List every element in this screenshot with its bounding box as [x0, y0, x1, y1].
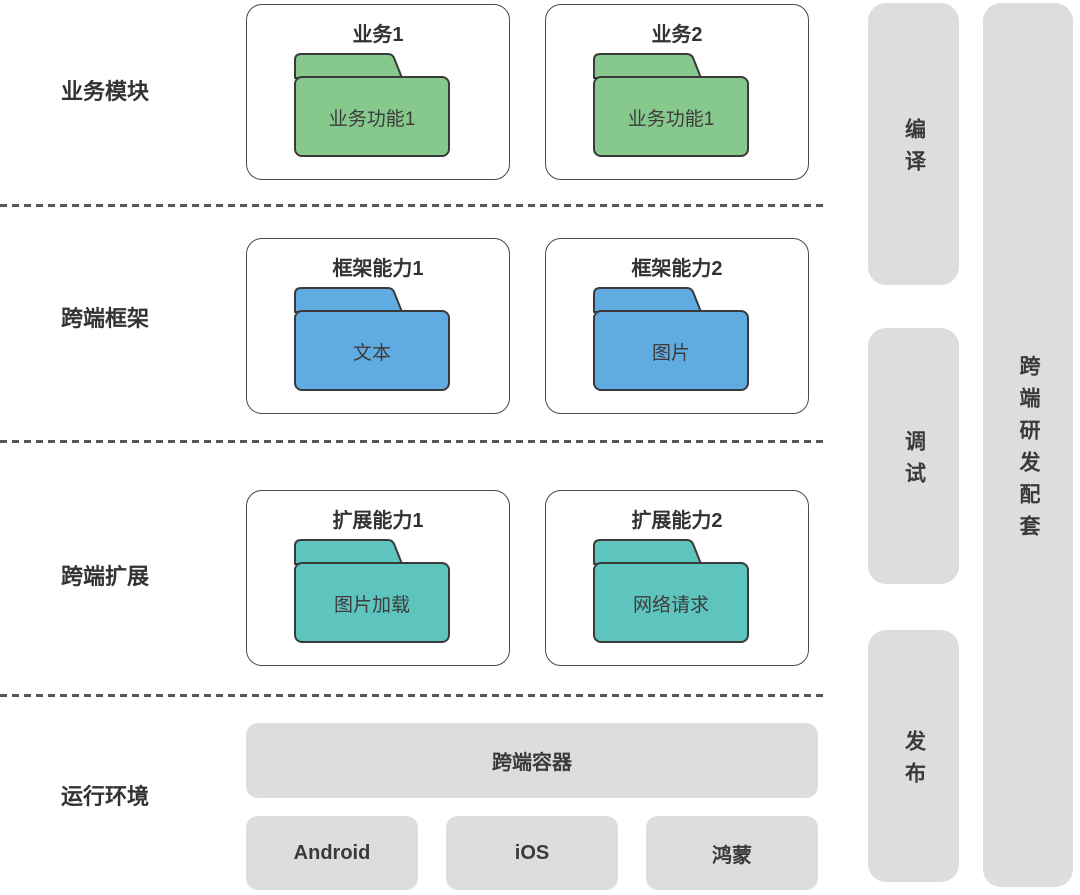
stage-pill-release: 发布 [868, 630, 959, 882]
folder-label: 业务功能1 [328, 109, 416, 130]
container-bar-crossend-container: 跨端容器 [246, 723, 818, 798]
platform-box-ios: iOS [446, 816, 618, 890]
platform-label: Android [293, 841, 371, 864]
folder-icon [593, 287, 749, 391]
layer-label-crossend-extension: 跨端扩展 [60, 564, 149, 589]
rd-support-label: 跨端研发配套 [1017, 354, 1040, 547]
module-title: 业务1 [352, 24, 404, 46]
module-title: 框架能力1 [332, 258, 424, 280]
folder-label: 图片加载 [333, 595, 410, 616]
container-bar-label: 跨端容器 [492, 752, 572, 774]
platform-label: iOS [514, 841, 550, 864]
layer-label-runtime-env: 运行环境 [60, 784, 149, 809]
stage-pill-label: 调试 [902, 429, 926, 494]
folder-label: 图片 [651, 343, 690, 364]
folder: 业务功能1 [292, 51, 452, 159]
folder-icon [593, 539, 749, 643]
stage-pill-debug: 调试 [868, 328, 959, 584]
folder: 业务功能1 [591, 51, 751, 159]
folder-icon [294, 539, 450, 643]
stage-pill-label: 发布 [902, 729, 926, 794]
module-box-extension-1: 扩展能力1 图片加载 [246, 490, 510, 666]
platform-label: 鸿蒙 [712, 844, 752, 867]
folder-label: 文本 [352, 343, 391, 364]
folder-label: 业务功能1 [627, 109, 715, 130]
module-box-business-1: 业务1 业务功能1 [246, 4, 510, 180]
rd-support-pill: 跨端研发配套 [983, 3, 1073, 887]
module-box-extension-2: 扩展能力2 网络请求 [545, 490, 809, 666]
folder-icon [593, 53, 749, 157]
platform-box-android: Android [246, 816, 418, 890]
dashed-separator-1 [0, 204, 828, 207]
layer-label-business-module: 业务模块 [60, 79, 149, 104]
stage-pill-compile: 编译 [868, 3, 959, 285]
folder: 网络请求 [591, 537, 751, 645]
module-box-framework-2: 框架能力2 图片 [545, 238, 809, 414]
module-box-business-2: 业务2 业务功能1 [545, 4, 809, 180]
platform-box-harmony: 鸿蒙 [646, 816, 818, 890]
folder: 图片 [591, 285, 751, 393]
layer-label-crossend-framework: 跨端框架 [60, 306, 149, 331]
module-title: 扩展能力2 [631, 510, 723, 532]
folder: 图片加载 [292, 537, 452, 645]
folder-icon [294, 287, 450, 391]
dashed-separator-3 [0, 694, 828, 697]
folder-label: 网络请求 [632, 595, 709, 616]
stage-pill-label: 编译 [902, 117, 926, 182]
folder: 文本 [292, 285, 452, 393]
module-box-framework-1: 框架能力1 文本 [246, 238, 510, 414]
module-title: 框架能力2 [631, 258, 723, 280]
module-title: 业务2 [651, 24, 703, 46]
module-title: 扩展能力1 [332, 510, 424, 532]
dashed-separator-2 [0, 440, 828, 443]
folder-icon [294, 53, 450, 157]
